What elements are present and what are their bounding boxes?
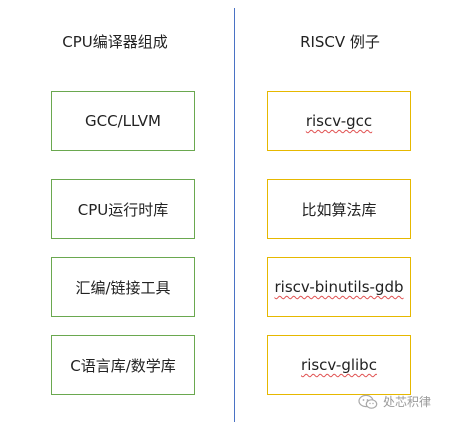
right-column-title: RISCV 例子 bbox=[300, 33, 380, 51]
left-box-cpu-runtime: CPU运行时库 bbox=[51, 179, 195, 239]
left-box-gcc-llvm: GCC/LLVM bbox=[51, 91, 195, 151]
right-box-label: riscv-gcc bbox=[305, 112, 373, 130]
right-box-algorithm-library: 比如算法库 bbox=[267, 179, 411, 239]
left-box-label: C语言库/数学库 bbox=[70, 356, 176, 375]
left-box-label: CPU运行时库 bbox=[77, 200, 169, 219]
column-divider bbox=[234, 8, 235, 422]
right-box-label: riscv-binutils-gdb bbox=[274, 278, 404, 296]
left-box-c-math-library: C语言库/数学库 bbox=[51, 335, 195, 395]
left-box-label: GCC/LLVM bbox=[85, 112, 161, 130]
watermark-text: 处芯积律 bbox=[382, 395, 431, 409]
right-box-riscv-binutils-gdb: riscv-binutils-gdb bbox=[267, 257, 411, 317]
right-box-riscv-glibc: riscv-glibc bbox=[267, 335, 411, 395]
left-column-title: CPU编译器组成 bbox=[62, 33, 168, 51]
wechat-icon bbox=[358, 394, 378, 410]
left-box-assembler-linker: 汇编/链接工具 bbox=[51, 257, 195, 317]
left-box-label: 汇编/链接工具 bbox=[75, 278, 171, 297]
right-box-label: riscv-glibc bbox=[301, 356, 377, 374]
right-box-label: 比如算法库 bbox=[301, 200, 377, 219]
watermark: 处芯积律 bbox=[358, 393, 431, 410]
right-box-riscv-gcc: riscv-gcc bbox=[267, 91, 411, 151]
